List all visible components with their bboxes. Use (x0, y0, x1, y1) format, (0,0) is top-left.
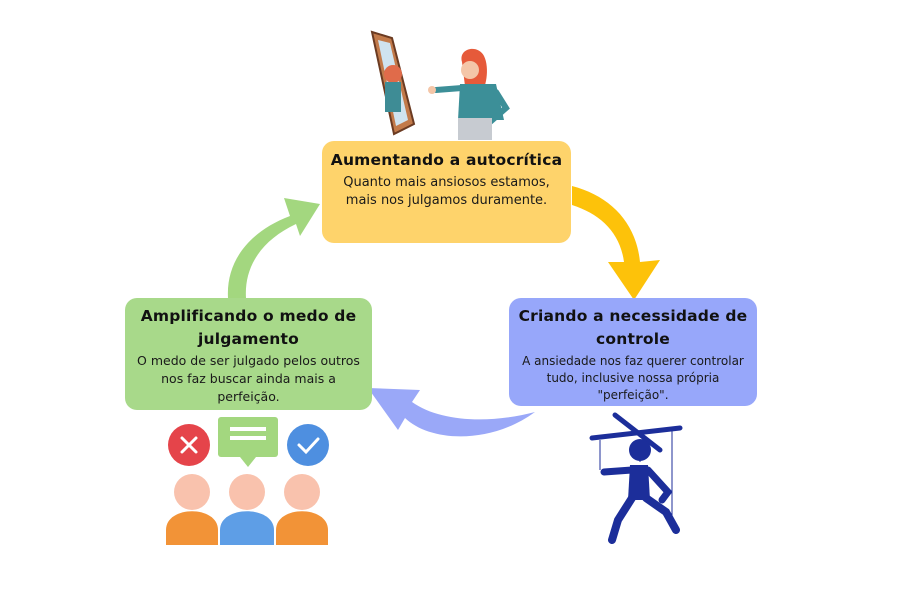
step-box-autocritica: Aumentando a autocrítica Quanto mais ans… (322, 141, 571, 243)
step-description: Quanto mais ansiosos estamos, mais nos j… (343, 175, 550, 208)
step-description: O medo de ser julgado pelos outros nos f… (137, 353, 360, 404)
arrow-right-to-left (368, 388, 535, 437)
step-box-controle: Criando a necessidade de controle A ansi… (509, 298, 757, 406)
arrow-top-to-right (572, 186, 660, 300)
step-box-julgamento: Amplificando o medo de julgamento O medo… (125, 298, 372, 410)
step-title: Amplificando o medo de julgamento (140, 307, 357, 348)
step-title: Criando a necessidade de controle (518, 307, 748, 348)
arrow-left-to-top (227, 198, 320, 298)
step-description: A ansiedade nos faz querer controlar tud… (522, 354, 744, 402)
step-title: Aumentando a autocrítica (330, 151, 563, 169)
approve-icon (287, 424, 329, 466)
